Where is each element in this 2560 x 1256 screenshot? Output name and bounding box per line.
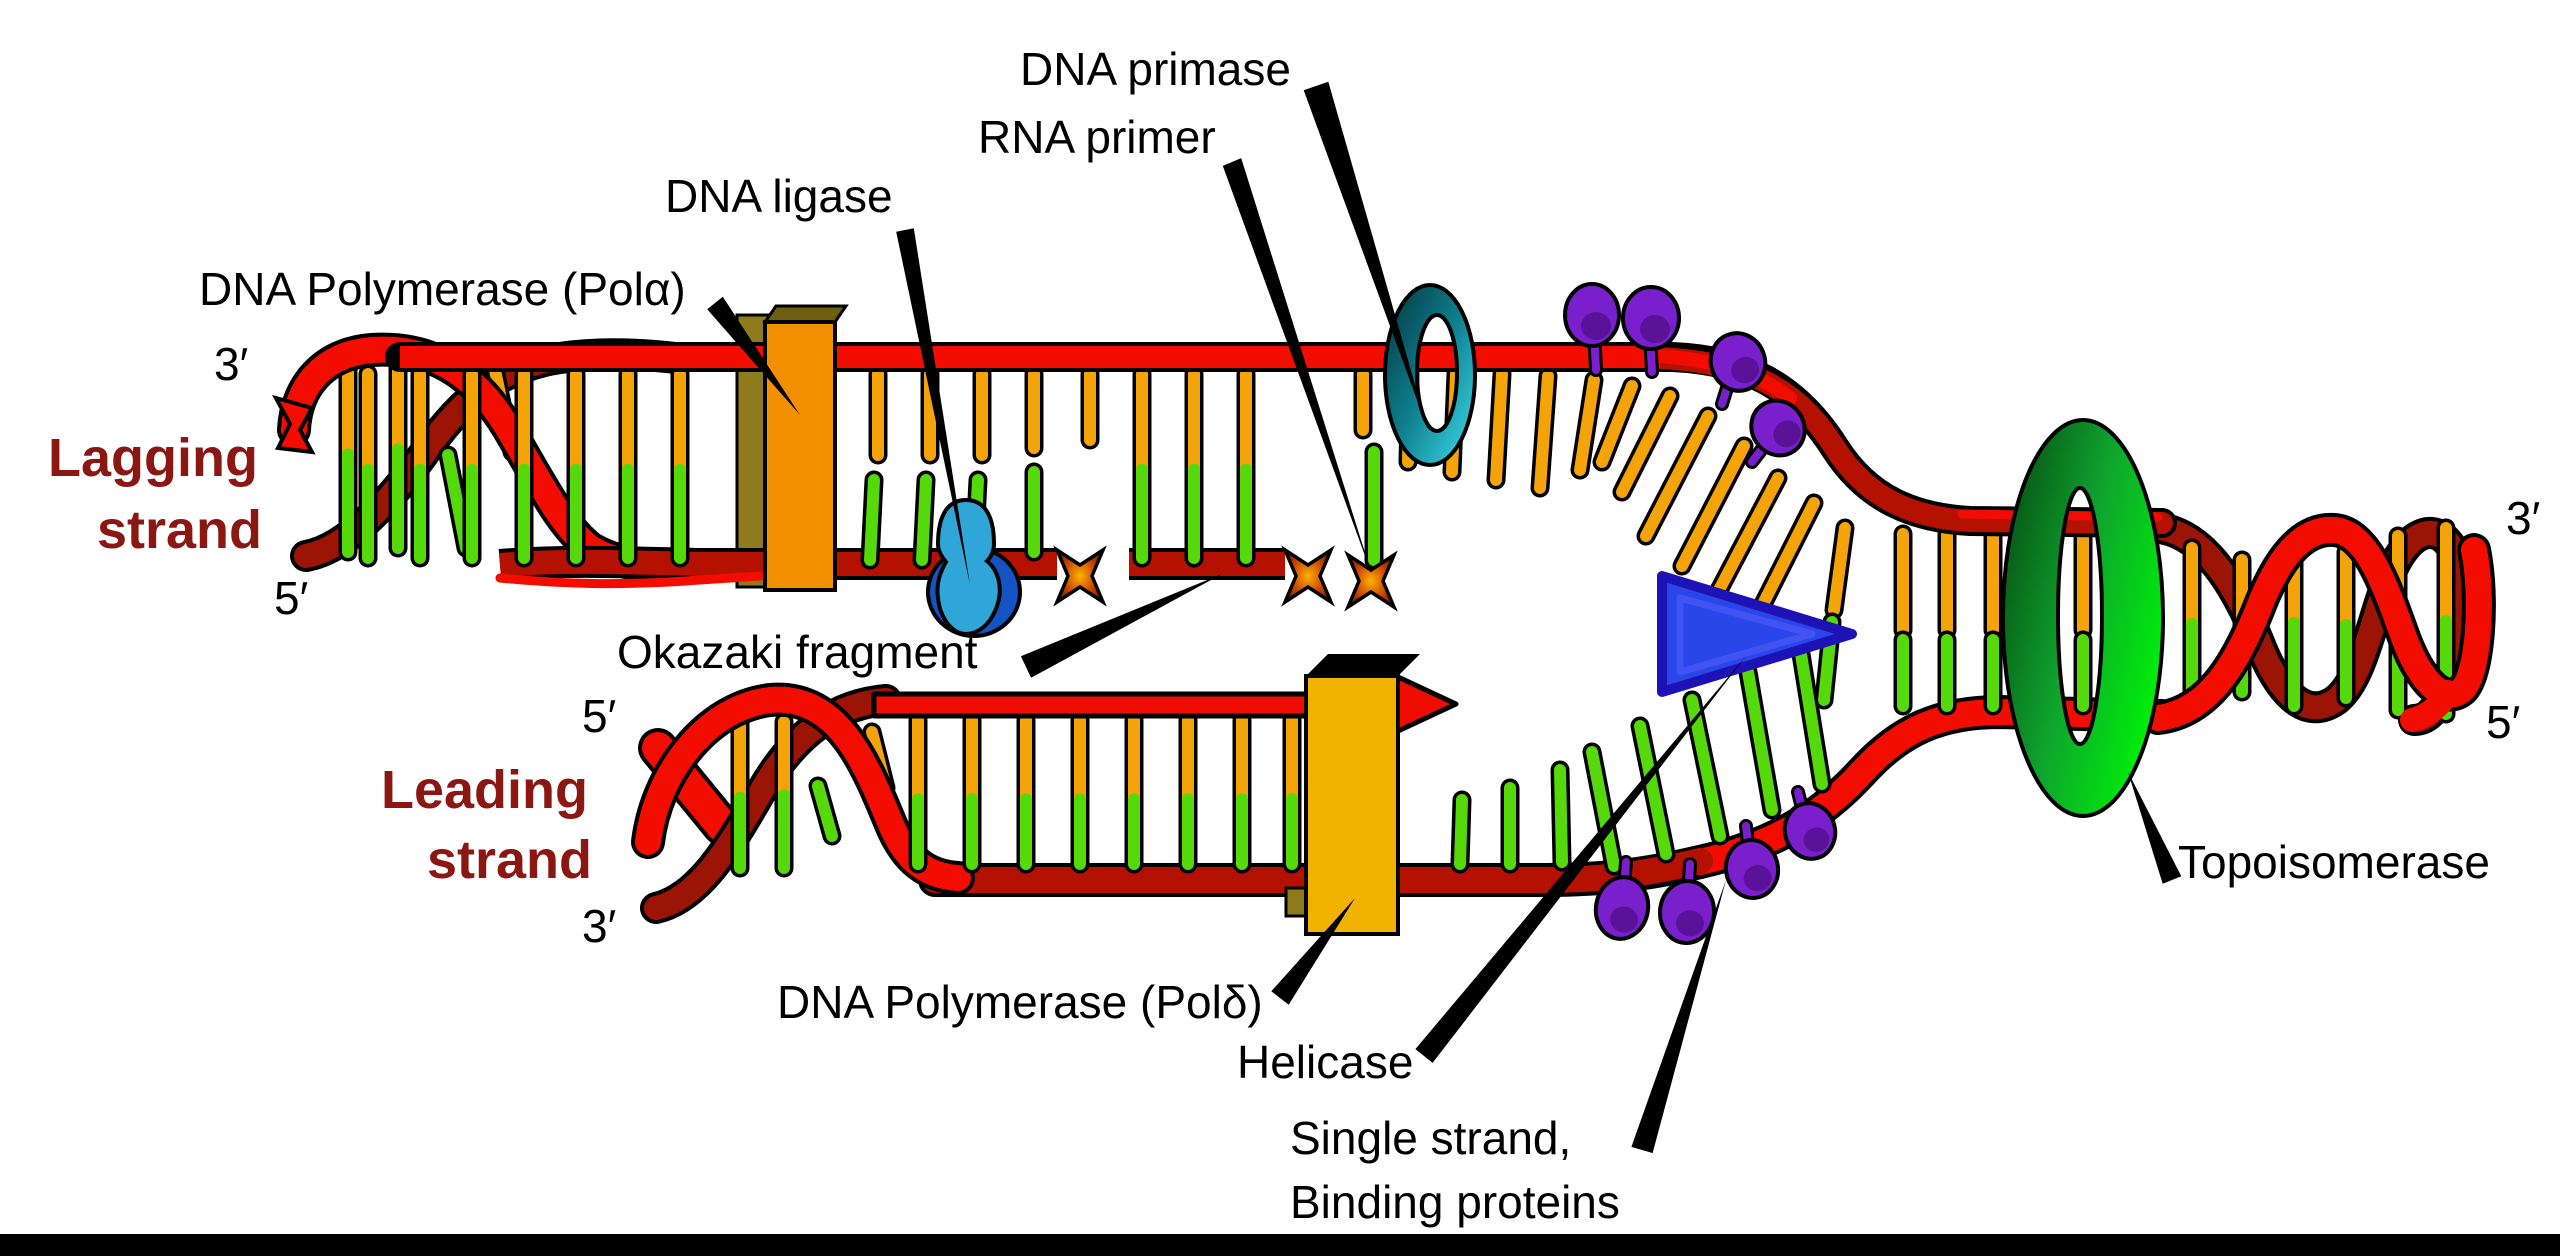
label-dna-primase: DNA primase [1020, 43, 1291, 95]
label-leading-3prime: 3′ [582, 900, 616, 952]
base-stick [1828, 522, 1851, 616]
label-rna-primer: RNA primer [978, 111, 1216, 163]
lagging-bottom-strand [495, 545, 1285, 589]
base-stick [1676, 440, 1750, 572]
parent-right-helix-front [2141, 512, 2496, 735]
pol-delta-box [1284, 654, 1420, 936]
ssb-proteins-lower [1593, 785, 1838, 945]
ssb-pointer [1631, 880, 1726, 1154]
base-stick [1712, 472, 1784, 598]
base-stick [1742, 666, 1778, 816]
topoisomerase-pointer [2128, 772, 2182, 884]
label-lagging-5prime: 5′ [274, 572, 308, 624]
base-stick [1596, 380, 1638, 468]
label-lagging-2: strand [97, 500, 262, 560]
ligase-body [935, 497, 1002, 637]
base-stick [1794, 642, 1828, 790]
leading-helix-bases [730, 702, 896, 878]
labels: DNA primase RNA primer DNA ligase DNA Po… [48, 43, 2540, 1228]
okazaki-pointer [1020, 574, 1222, 678]
base-stick [1534, 370, 1554, 494]
label-okazaki: Okazaki fragment [617, 626, 978, 678]
nick-markers [1053, 545, 1398, 612]
base-stick [1686, 694, 1726, 842]
label-ssb-1: Single strand, [1290, 1112, 1571, 1164]
base-stick [1454, 794, 1468, 870]
ssb-protein [1593, 875, 1651, 941]
label-dna-ligase: DNA ligase [665, 170, 893, 222]
base-stick [1574, 374, 1600, 476]
base-stick [864, 474, 880, 566]
right-helix-red-tip [2400, 680, 2460, 732]
label-right-3prime: 3′ [2506, 492, 2540, 544]
label-pol-delta: DNA Polymerase (Polδ) [777, 976, 1263, 1028]
base-stick [1586, 746, 1620, 872]
label-ssb-2: Binding proteins [1290, 1176, 1620, 1228]
pol-alpha-top-face [762, 304, 849, 324]
helix-front-ribbon [635, 686, 971, 891]
ssb-protein [1563, 282, 1621, 348]
pol-delta-top-face [1306, 654, 1420, 676]
pol-alpha-box [762, 304, 849, 592]
okazaki-nick-diamond-2 [1281, 545, 1335, 607]
base-stick [812, 780, 838, 842]
ligase-blob [926, 497, 1022, 638]
fork-base-pairs [1814, 518, 2140, 716]
helicase-pointer [1415, 656, 1746, 1063]
base-stick [1490, 368, 1508, 486]
pol-delta-front [1304, 674, 1400, 936]
label-pol-alpha: DNA Polymerase (Polα) [199, 263, 686, 315]
okazaki-nick-diamond-1 [1053, 545, 1107, 607]
label-helicase: Helicase [1237, 1036, 1413, 1088]
rna-primer-pointer [1222, 158, 1372, 575]
pol-delta-pointer [1271, 898, 1355, 1005]
label-topoisomerase: Topoisomerase [2178, 836, 2490, 888]
ssb-protein [1621, 285, 1681, 351]
label-leading-5prime: 5′ [582, 690, 616, 742]
label-lagging-1: Lagging [48, 428, 258, 488]
lagging-base-pairs [358, 364, 1824, 620]
leading-green-fan [1450, 638, 1832, 876]
bottom-bar [0, 1234, 2560, 1256]
base-stick [1554, 764, 1568, 868]
topoisomerase-ring [2000, 418, 2166, 818]
helix-fishtail-tip [272, 394, 316, 455]
base-stick [916, 474, 932, 566]
leading-template-strand [918, 694, 2179, 897]
ssb-protein [1749, 398, 1807, 458]
pol-alpha-pointer [707, 296, 800, 415]
label-leading-1: Leading [381, 760, 588, 820]
leading-base-pairs [908, 710, 1302, 874]
ssb-protein [1708, 331, 1768, 393]
rna-primer-diamond [1344, 550, 1398, 612]
label-lagging-3prime: 3′ [214, 338, 248, 390]
lagging-top-strand [385, 342, 2177, 538]
label-leading-2: strand [427, 830, 592, 890]
primase-ring [1382, 283, 1478, 467]
ssb-protein [1723, 838, 1781, 900]
leading-left-helix [631, 682, 975, 924]
base-stick [1616, 390, 1676, 498]
ssb-protein [1782, 801, 1838, 861]
base-stick [1754, 497, 1820, 616]
base-stick [1640, 410, 1714, 542]
helicase-triangle [1657, 571, 1857, 697]
dna-ligase-pointer [896, 228, 970, 586]
red-underlap [495, 571, 765, 589]
base-stick [1634, 720, 1672, 860]
leader-pointers [707, 81, 2182, 1154]
pol-alpha-front [763, 320, 837, 592]
right-helix-front-ribbon [2145, 516, 2492, 731]
dna-primase-pointer [1303, 81, 1428, 430]
label-right-5prime: 5′ [2486, 696, 2520, 748]
ssb-proteins-upper [1563, 282, 1807, 469]
